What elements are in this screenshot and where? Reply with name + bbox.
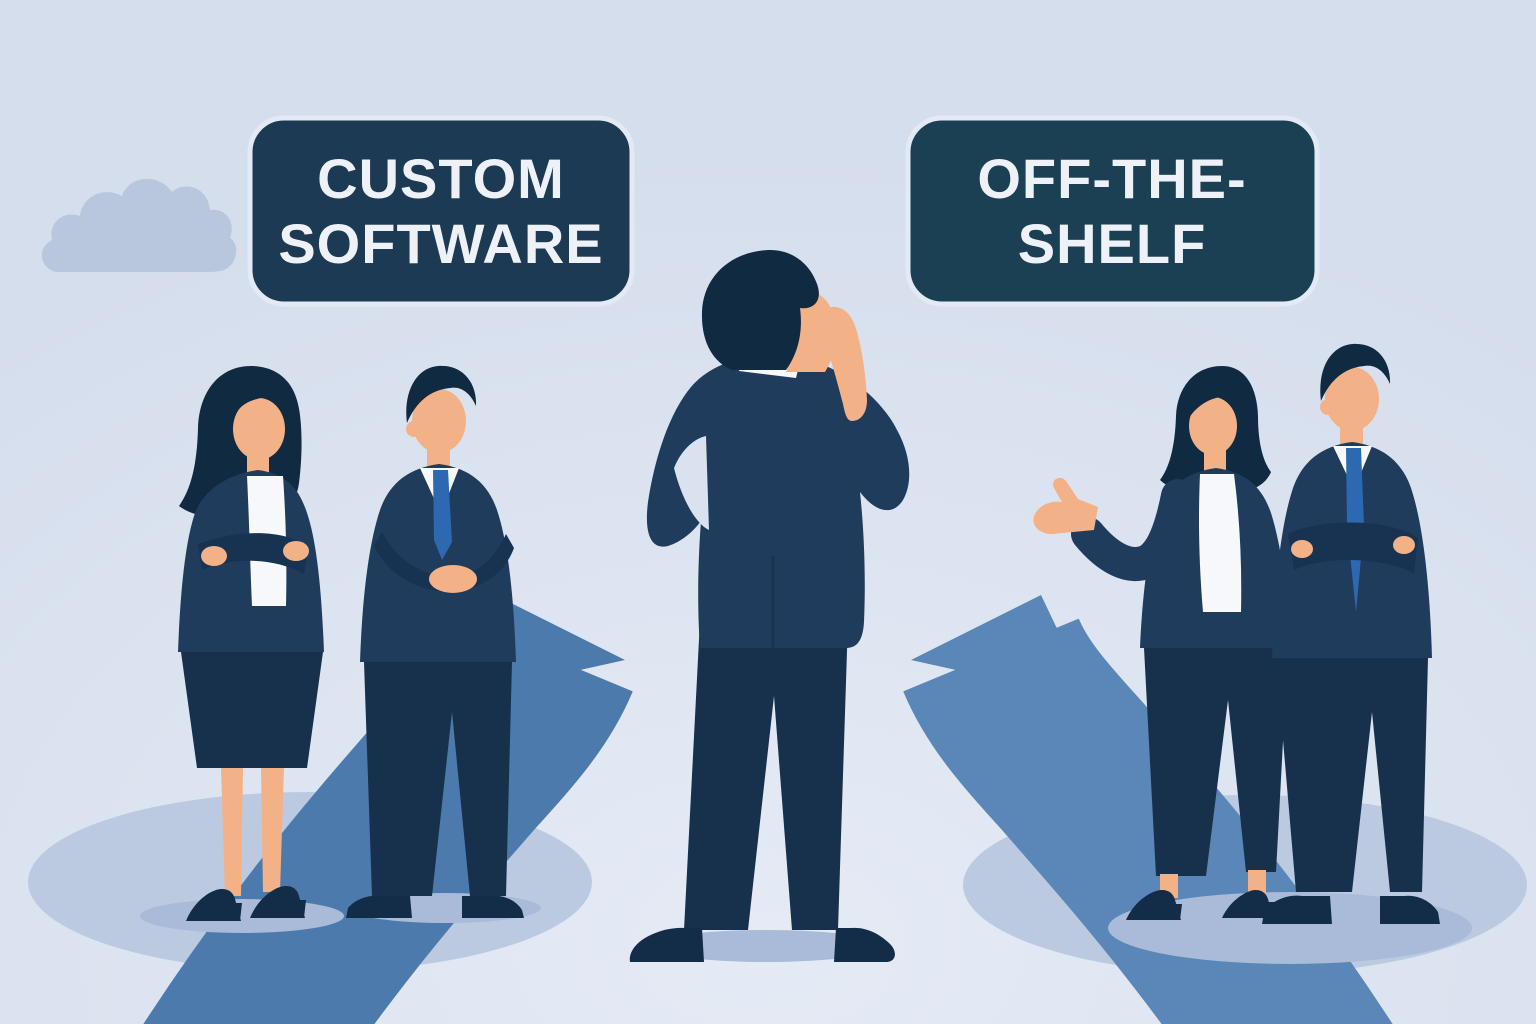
center-man-shoe <box>834 927 895 962</box>
right-road-band <box>903 616 1393 1024</box>
sign-custom-software-line1: CUSTOM <box>317 147 565 210</box>
right-road-arrow <box>903 595 1393 1024</box>
right-man-pants <box>1276 658 1428 892</box>
right-man-shoe <box>1262 895 1332 924</box>
left-woman-leg <box>261 768 284 892</box>
center-man-pants <box>684 620 848 930</box>
sign-custom-software-line2: SOFTWARE <box>278 212 603 275</box>
right-man-hair <box>1320 343 1391 401</box>
center-man-shoe <box>629 927 704 962</box>
decision-maker <box>629 249 910 962</box>
left-woman-shadow <box>140 899 344 933</box>
right-woman-pants <box>1144 648 1288 876</box>
advisor-woman-right <box>1033 366 1290 920</box>
left-woman-face <box>233 398 285 460</box>
right-woman-neck <box>1204 450 1226 472</box>
right-woman-hair-fringe <box>1189 379 1257 418</box>
right-man-shoe <box>1380 895 1440 924</box>
left-woman-neck <box>247 454 269 476</box>
advisor-man-left <box>346 365 524 918</box>
advisor-woman-left <box>178 366 324 921</box>
left-man-ear <box>406 421 422 437</box>
right-woman-face <box>1189 397 1237 455</box>
sign-off-the-shelf-line1: OFF-THE- <box>977 147 1246 210</box>
right-woman-gesturing-arm <box>1071 479 1195 582</box>
center-man-jacket <box>646 356 910 648</box>
sign-off-the-shelf-line2: SHELF <box>1018 212 1207 275</box>
sign-off-the-shelf-panel <box>905 115 1320 307</box>
right-woman-open-hand <box>1033 477 1098 534</box>
left-man-shoe <box>346 895 412 918</box>
left-woman-pump-shoe <box>250 886 306 918</box>
right-road-arrowhead <box>911 595 1091 700</box>
center-man-thinking-hand <box>806 306 867 421</box>
left-man-hands-clasped <box>429 565 477 593</box>
left-woman-hand <box>283 541 309 561</box>
cloud-icon <box>41 178 237 272</box>
right-woman-top <box>1199 474 1242 612</box>
left-man-neck <box>427 446 450 468</box>
left-woman-pump-shoe <box>186 889 242 921</box>
right-man-hand <box>1393 536 1415 554</box>
right-woman-ankle <box>1248 870 1266 894</box>
advisor-man-right <box>1262 343 1440 924</box>
right-man-face <box>1325 367 1379 431</box>
left-man-face <box>412 389 466 453</box>
left-man-shoe <box>462 895 524 918</box>
left-man-tie <box>433 470 452 560</box>
left-man-hair <box>406 365 477 423</box>
right-woman-pump-shoe <box>1222 889 1275 918</box>
right-man-ear <box>1320 399 1336 415</box>
center-man-shadow <box>648 930 884 962</box>
left-woman-leg <box>221 768 243 896</box>
sign-off-the-shelf: OFF-THE- SHELF <box>905 115 1320 307</box>
center-man-arm-gap <box>674 436 709 530</box>
right-woman-pump-shoe <box>1126 890 1182 920</box>
right-man-hand <box>1291 540 1313 558</box>
left-woman-hair-fringe <box>233 381 298 418</box>
sign-custom-software: CUSTOM SOFTWARE <box>247 115 635 307</box>
right-man-crossed-arms <box>1288 522 1418 574</box>
left-man-jacket <box>360 464 516 662</box>
sign-custom-software-panel <box>247 115 635 307</box>
left-woman-skirt <box>181 652 323 768</box>
left-woman-crossed-arms <box>198 533 308 574</box>
left-woman-hand <box>201 546 227 566</box>
right-man-neck <box>1340 424 1363 446</box>
center-man-hair <box>701 249 819 370</box>
left-man-pants <box>364 662 512 896</box>
